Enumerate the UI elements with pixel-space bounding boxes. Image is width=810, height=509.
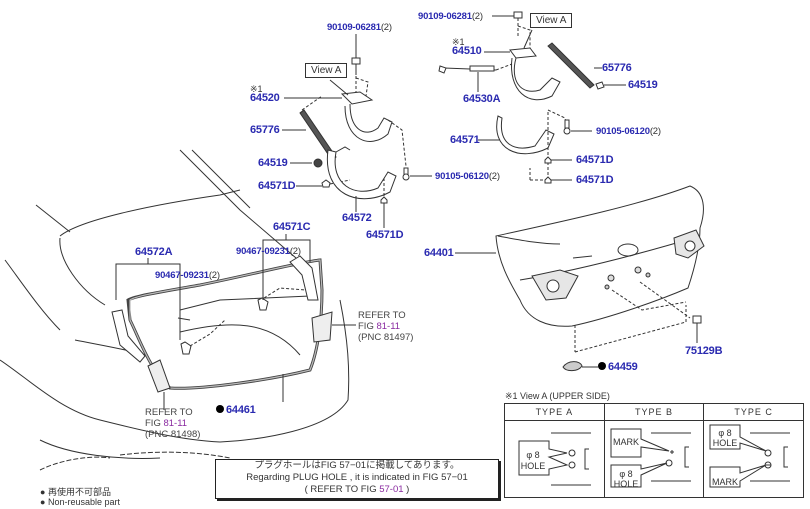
note-mark-left: ※1 — [250, 84, 263, 94]
type-a-label-diameter: φ 8 — [526, 450, 539, 460]
type-b-illustration: MARK φ 8 HOLE — [610, 428, 691, 489]
view-a-callout-right: View A — [530, 13, 573, 28]
type-c-label-diameter: φ 8 — [719, 428, 732, 438]
part-label-65776-right[interactable]: 65776 — [602, 62, 632, 74]
part-label-64572A[interactable]: 64572A — [135, 246, 173, 258]
type-a-cell: φ 8 HOLE — [504, 420, 605, 498]
type-c-illustration: φ 8 HOLE MARK — [709, 424, 791, 488]
quantity: (2) — [471, 11, 483, 22]
quantity: (2) — [208, 270, 220, 281]
part-number: 90109-06281 — [327, 22, 381, 33]
trunk-lid — [455, 185, 705, 372]
quantity: (2) — [380, 22, 392, 33]
part-label-64510[interactable]: 64510 — [452, 45, 482, 57]
view-a-type-table: TYPE A TYPE B TYPE C φ 8 HOLE — [504, 403, 804, 498]
part-label-64401[interactable]: 64401 — [424, 247, 454, 259]
notice-english: Regarding PLUG HOLE , it is indicated in… — [246, 472, 468, 483]
notice-japanese: プラグホールはFIG 57−01に掲載してあります。 — [254, 460, 460, 471]
part-number: 90467-09231 — [155, 270, 209, 281]
view-a-table-title: ※1 View A (UPPER SIDE) — [505, 391, 610, 401]
quantity: (2) — [649, 126, 661, 137]
notice-ref-suffix: ) — [403, 484, 410, 495]
non-reusable-dot-icon: ● — [40, 497, 46, 507]
part-number: 64459 — [608, 361, 638, 373]
quantity: (2) — [289, 246, 301, 257]
refer-text: REFER TO — [145, 407, 193, 418]
part-label-64571D-mid[interactable]: 64571D — [366, 229, 404, 241]
view-a-callout-left: View A — [305, 63, 348, 78]
type-b-label-diameter: φ 8 — [619, 469, 632, 479]
type-b-label-mark: MARK — [613, 437, 639, 447]
type-c-cell: φ 8 HOLE MARK — [703, 420, 804, 498]
part-label-64530A[interactable]: 64530A — [463, 93, 501, 105]
part-label-64520[interactable]: 64520 — [250, 92, 280, 104]
part-number: 90109-06281 — [418, 11, 472, 22]
type-a-illustration: φ 8 HOLE — [518, 432, 591, 486]
part-label-75129B[interactable]: 75129B — [685, 345, 723, 357]
part-label-90109-06281-left[interactable]: 90109-06281(2) — [327, 22, 392, 33]
fig-prefix: FIG — [358, 321, 377, 332]
non-reusable-dot-icon — [216, 405, 224, 413]
part-label-65776-left[interactable]: 65776 — [250, 124, 280, 136]
type-c-label-hole: HOLE — [713, 438, 738, 448]
car-body — [0, 149, 356, 471]
notice-ref-prefix: ( REFER TO FIG — [304, 484, 380, 495]
part-label-64571[interactable]: 64571 — [450, 134, 480, 146]
part-label-64572[interactable]: 64572 — [342, 212, 372, 224]
quantity: (2) — [488, 171, 500, 182]
fig-link-81-11-right[interactable]: 81-11 — [376, 321, 401, 332]
part-label-90467-09231-left[interactable]: 90467-09231(2) — [155, 270, 220, 281]
part-number: 64461 — [226, 404, 256, 416]
non-reusable-dot-icon — [598, 362, 606, 370]
type-b-cell: MARK φ 8 HOLE — [603, 420, 705, 498]
part-label-90105-06120-left[interactable]: 90105-06120(2) — [435, 171, 500, 182]
fig-link-57-01[interactable]: 57-01 — [379, 484, 404, 495]
legend: ● 再使用不可部品 ● Non-reusable part — [40, 485, 120, 509]
left-hinge-assembly — [282, 34, 432, 228]
part-label-64519-left[interactable]: 64519 — [258, 157, 288, 169]
part-number: 90105-06120 — [435, 171, 489, 182]
part-label-64571D-left[interactable]: 64571D — [258, 180, 296, 192]
note-mark-right: ※1 — [452, 37, 465, 47]
part-label-64571D-right-2[interactable]: 64571D — [576, 174, 614, 186]
part-label-90105-06120-right[interactable]: 90105-06120(2) — [596, 126, 661, 137]
part-label-64571C[interactable]: 64571C — [273, 221, 311, 233]
right-hinge-assembly — [438, 11, 626, 184]
legend-item-jp: ● 再使用不可部品 — [40, 485, 120, 497]
part-label-90109-06281-right[interactable]: 90109-06281(2) — [418, 11, 483, 22]
type-c-label-mark: MARK — [712, 477, 738, 487]
refer-text: REFER TO — [358, 310, 406, 321]
non-reusable-dot-icon: ● — [40, 487, 46, 497]
pnc-text: (PNC 81498) — [145, 429, 201, 440]
part-label-64519-right[interactable]: 64519 — [628, 79, 658, 91]
fig-link-81-11-left[interactable]: 81-11 — [163, 418, 188, 429]
part-number: 90105-06120 — [596, 126, 650, 137]
legend-item-en: ● Non-reusable part — [40, 497, 120, 509]
type-c-header: TYPE C — [703, 403, 804, 421]
type-a-header: TYPE A — [504, 403, 605, 421]
part-label-90467-09231-right[interactable]: 90467-09231(2) — [236, 246, 301, 257]
part-number: 90467-09231 — [236, 246, 290, 257]
refer-note-right: REFER TO FIG 81-11 (PNC 81497) — [358, 310, 413, 343]
legend-text: 再使用不可部品 — [47, 487, 111, 497]
type-b-label-hole: HOLE — [613, 479, 638, 489]
type-b-header: TYPE B — [603, 403, 705, 421]
part-label-64571D-right-1[interactable]: 64571D — [576, 154, 614, 166]
type-a-label-hole: HOLE — [521, 461, 546, 471]
part-label-64459[interactable]: 64459 — [598, 361, 638, 373]
legend-text: Non-reusable part — [47, 497, 120, 507]
refer-note-left: REFER TO FIG 81-11 (PNC 81498) — [145, 407, 200, 440]
plug-hole-notice: プラグホールはFIG 57−01に掲載してあります。 Regarding PLU… — [215, 459, 499, 499]
fig-prefix: FIG — [145, 418, 164, 429]
part-label-64461[interactable]: 64461 — [216, 404, 256, 416]
pnc-text: (PNC 81497) — [358, 332, 414, 343]
